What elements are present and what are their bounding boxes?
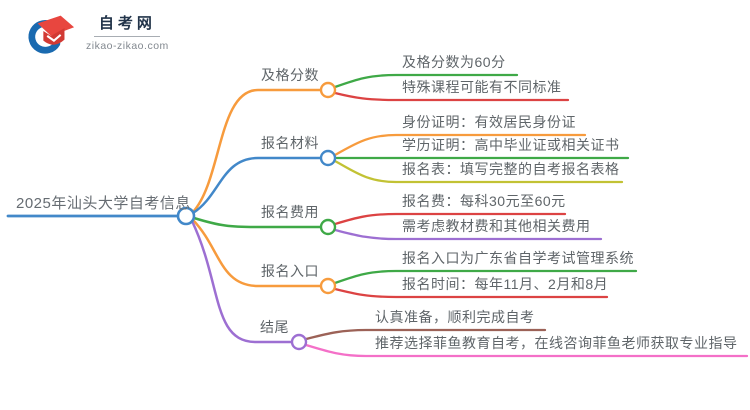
child-line-entry-system [333,269,638,285]
branch-line-fees [192,216,323,229]
logo-cap-chevron [46,34,62,42]
child-label-recommendation: 推荐选择菲鱼教育自考，在线咨询菲鱼老师获取专业指导 [375,335,738,351]
branch-node-circle-entry [319,277,337,295]
site-name: 自考网 [98,15,156,32]
branch-node-circle-fees [319,218,337,236]
child-label-id-proof: 身份证明：有效居民身份证 [402,114,576,130]
branch-label-entry: 报名入口 [261,263,319,279]
graduation-cap-logo-icon [28,15,75,54]
child-line-other-costs [333,228,603,241]
child-label-entry-system: 报名入口为广东省自学考试管理系统 [402,250,634,266]
branch-label-passing-score: 及格分数 [261,67,319,83]
child-label-fee-amount: 报名费：每科30元至60元 [402,193,566,209]
logo-cap-front [43,28,65,45]
child-line-id-proof [333,133,587,157]
child-label-special-courses: 特殊课程可能有不同标准 [402,79,562,95]
branch-line-entry [191,218,323,288]
child-label-other-costs: 需考虑教材费和其他相关费用 [402,218,591,234]
logo-divider [94,36,161,37]
logo-text-block: 自考网 zikao-zikao.com [86,12,169,52]
child-line-pass-60 [333,73,519,89]
branch-node-circle-materials [319,149,337,167]
child-label-application-form: 报名表：填写完整的自考报名表格 [402,161,620,177]
central-topic: 2025年汕头大学自考信息 [16,195,191,212]
child-label-edu-proof: 学历证明：高中毕业证或相关证书 [402,137,620,153]
child-line-prepare-well [304,328,547,341]
child-line-entry-time [333,287,609,299]
branch-line-ending [190,219,294,344]
branch-label-fees: 报名费用 [261,204,319,220]
child-label-pass-60: 及格分数为60分 [402,54,506,70]
site-url: zikao-zikao.com [86,40,169,52]
child-line-special-courses [333,91,570,102]
site-logo: 自考网 zikao-zikao.com [26,8,169,56]
child-line-fee-amount [333,212,567,226]
child-label-prepare-well: 认真准备，顺利完成自考 [375,309,535,325]
branch-label-ending: 结尾 [260,319,289,335]
branch-label-materials: 报名材料 [261,135,319,151]
branch-node-circle-passing-score [319,81,337,99]
branch-line-materials [191,156,323,215]
branch-node-circle-ending [290,333,308,351]
child-line-recommendation [304,343,749,358]
central-node-circle [176,206,196,226]
child-label-entry-time: 报名时间：每年11月、2月和8月 [402,276,609,292]
branch-line-passing-score [191,88,323,214]
logo-cap-top [37,15,75,36]
child-line-application-form [333,159,624,184]
